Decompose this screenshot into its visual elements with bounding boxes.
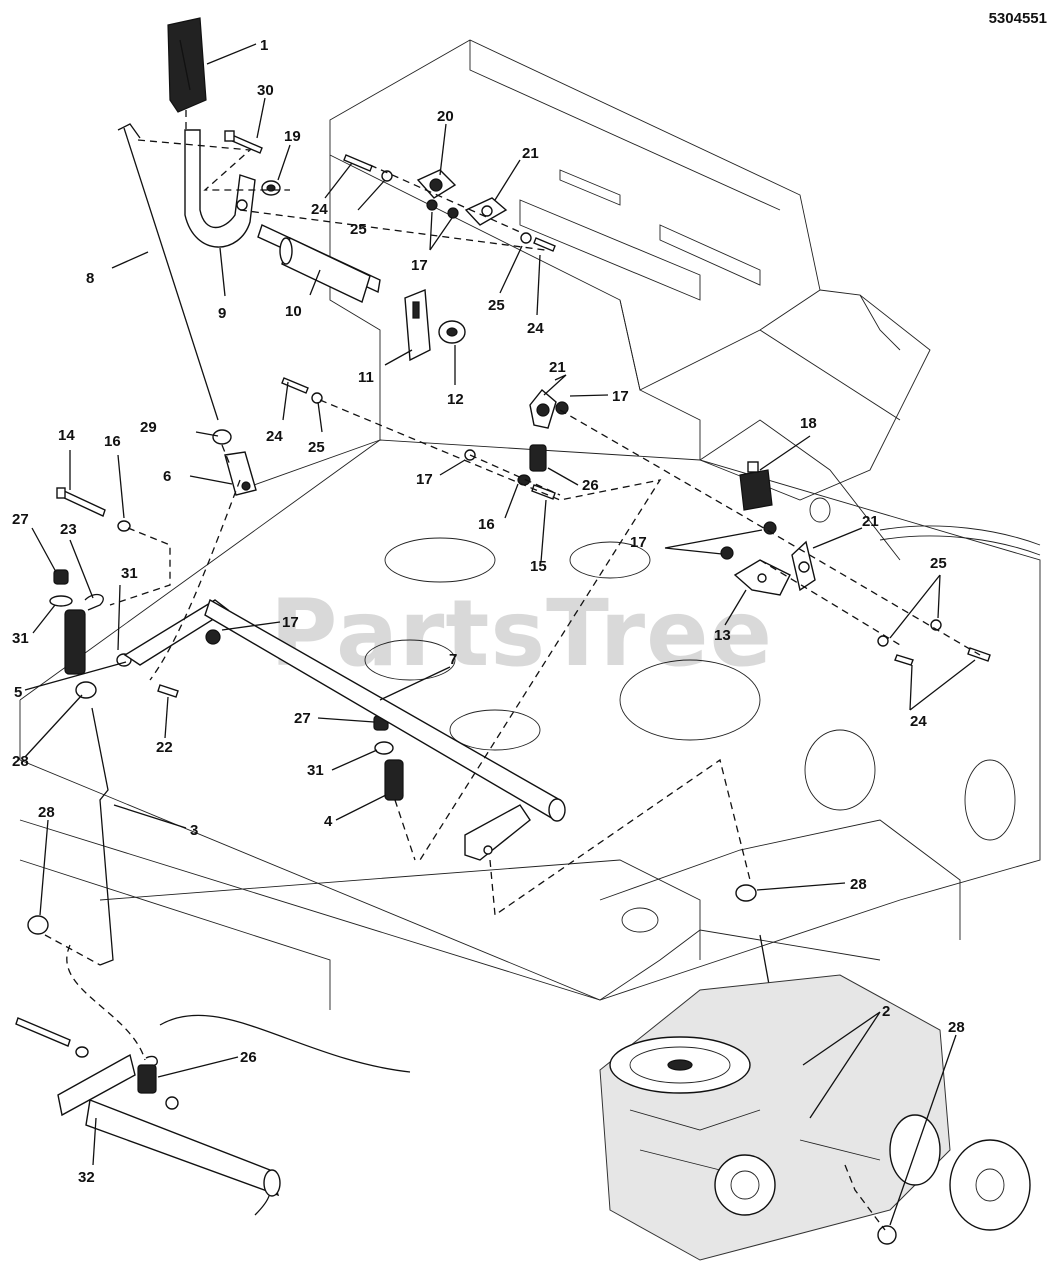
callout-24-upper-right: 24 [527,320,544,337]
part-18-switch [739,461,773,511]
part-16-washer [117,474,531,532]
part-11-bracket [404,288,431,362]
callout-28-right: 28 [850,876,867,893]
part-8-rod [117,123,219,421]
callout-24-right: 24 [910,713,927,730]
part-12-collar [438,320,466,344]
callout-25-right: 25 [930,555,947,572]
callout-13: 13 [714,627,731,644]
callout-4: 4 [324,813,333,830]
part-17-nuts [205,199,777,645]
callout-28-left: 28 [12,753,29,770]
callout-24-middle: 24 [266,428,283,445]
assembly-lines [44,110,981,1231]
callout-32: 32 [78,1169,95,1186]
callout-8: 8 [86,270,94,287]
callout-28-lower-right: 28 [948,1019,965,1036]
callout-21-upper: 21 [522,145,539,162]
callout-14: 14 [58,427,75,444]
callout-25-middle: 25 [308,439,325,456]
part-25-washers [311,170,942,647]
callout-15: 15 [530,558,547,575]
part-23-clip [84,593,104,611]
callout-22: 22 [156,739,173,756]
part-3-rod [91,707,114,966]
part-32-pedal-bracket [15,1017,281,1197]
callout-21-right: 21 [862,513,879,530]
callout-24-upper-left: 24 [311,201,328,218]
part-10-shaft [257,224,381,303]
callout-25-upper-left: 25 [350,221,367,238]
callout-17-upper: 17 [411,257,428,274]
callout-11: 11 [358,369,374,386]
part-30-screw [224,130,263,154]
part-21-flange-upper [464,197,508,226]
watermark: PartsTree [270,580,773,687]
callout-20: 20 [437,108,454,125]
part-6-clevis [224,451,257,496]
callout-17-right: 17 [630,534,647,551]
part-21-flange-right [791,540,816,592]
callout-9: 9 [218,305,226,322]
part-1-knob [167,17,207,113]
callout-12: 12 [447,391,464,408]
callout-6: 6 [163,468,171,485]
part-7-shaft [123,598,566,861]
part-14-bolt [56,487,106,517]
part-26-spring-lower [137,1055,158,1094]
callout-26-lower: 26 [240,1049,257,1066]
diagram-number: 5304551 [988,10,1047,27]
part-19-bushing [261,180,281,196]
callout-3: 3 [190,822,198,839]
callout-27-left: 27 [12,511,29,528]
part-13-bracket [733,559,791,596]
callout-27-center: 27 [294,710,311,727]
callout-26-upper: 26 [582,477,599,494]
callout-29: 29 [140,419,157,436]
callout-17-center: 17 [416,471,433,488]
callout-17-middle: 17 [612,388,629,405]
part-20-flange-bearing [416,169,457,199]
callout-31-left: 31 [12,630,29,647]
transaxle-assembly [599,974,1031,1261]
callout-30: 30 [257,82,274,99]
part-29-nut [212,429,232,445]
callout-2: 2 [882,1003,890,1020]
callout-16-left: 16 [104,433,121,450]
part-28-spacers [27,681,897,1245]
callout-labels: 1 30 19 20 21 24 25 17 8 9 10 25 24 11 1… [12,37,965,1186]
part-9-lever [184,129,256,248]
callout-17-pedal: 17 [282,614,299,631]
leader-lines [24,43,976,1226]
callout-10: 10 [285,303,302,320]
callout-31-center: 31 [307,762,324,779]
callout-16-center: 16 [478,516,495,533]
part-5-spring [64,609,86,675]
part-4-spring [384,759,404,801]
callout-7: 7 [449,651,457,668]
callout-1: 1 [260,37,268,54]
part-27-nuts [53,569,389,731]
callout-31-upper: 31 [121,565,138,582]
part-21-flange-middle [529,388,557,429]
callout-25-upper-right: 25 [488,297,505,314]
callout-5: 5 [14,684,22,701]
part-22-pin [157,684,179,698]
callout-23: 23 [60,521,77,538]
callout-28-lower-left: 28 [38,804,55,821]
callout-21-middle: 21 [549,359,566,376]
part-26-spring-upper [529,444,547,472]
callout-18: 18 [800,415,817,432]
part-15-bolt [531,484,556,500]
callout-19: 19 [284,128,301,145]
